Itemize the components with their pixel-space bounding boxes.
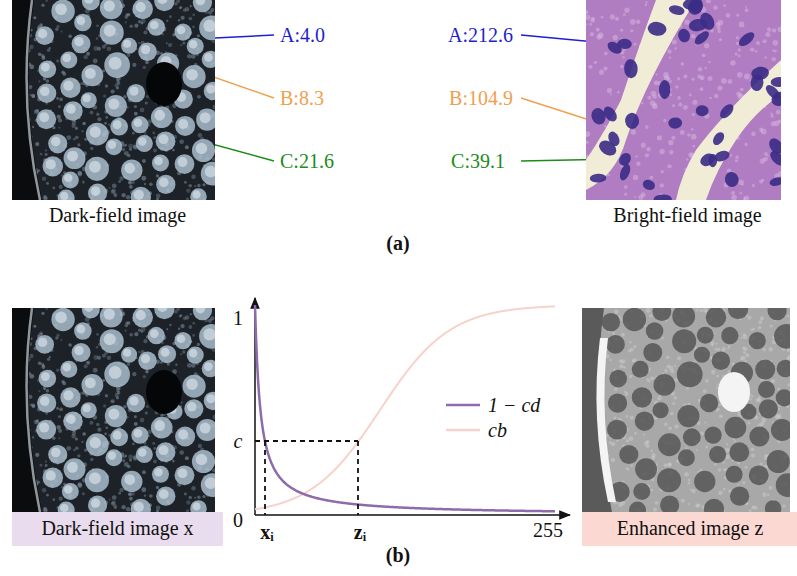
guide-line: [264, 441, 266, 515]
micrograph: [582, 308, 790, 512]
legend-text: 1 − cd: [488, 394, 540, 416]
panel-label: (a): [386, 232, 409, 254]
image-caption: Dark-field image x: [12, 512, 223, 546]
axis-tick: zᵢ: [354, 521, 366, 543]
image-panel: Enhanced image z: [582, 308, 797, 546]
x-axis: [255, 514, 570, 516]
axis-tick: c: [234, 430, 243, 452]
micrograph: [12, 0, 215, 200]
image-panel: Bright-field image: [586, 0, 789, 227]
legend-line-sample: [446, 429, 480, 432]
micrograph: [586, 0, 781, 200]
callout-value: B:104.9: [449, 87, 513, 109]
image-caption: Dark-field image: [12, 200, 223, 227]
callout-value: C:39.1: [451, 150, 505, 172]
image-caption: Enhanced image z: [582, 512, 797, 546]
callout-value: A:4.0: [280, 24, 325, 46]
image-caption: Bright-field image: [586, 200, 789, 227]
callout-value: C:21.6: [280, 150, 334, 172]
legend-line-sample: [446, 404, 480, 407]
guide-line: [255, 440, 358, 442]
axis-tick: 1: [233, 307, 243, 329]
callout-value: A:212.6: [448, 24, 513, 46]
axis-tick: xᵢ: [260, 521, 274, 543]
callout-value: B:8.3: [280, 87, 324, 109]
panel-label: (b): [386, 544, 410, 566]
one-minus-cd-curve: [255, 305, 555, 511]
micrograph: [12, 308, 215, 512]
guide-line: [357, 441, 359, 515]
axis-tick: 0: [233, 509, 243, 531]
cb-curve: [255, 306, 555, 509]
axis-tick: 255: [533, 519, 563, 541]
image-panel: Dark-field image x: [12, 308, 223, 546]
legend-text: cb: [488, 419, 507, 441]
image-panel: Dark-field image: [12, 0, 223, 227]
